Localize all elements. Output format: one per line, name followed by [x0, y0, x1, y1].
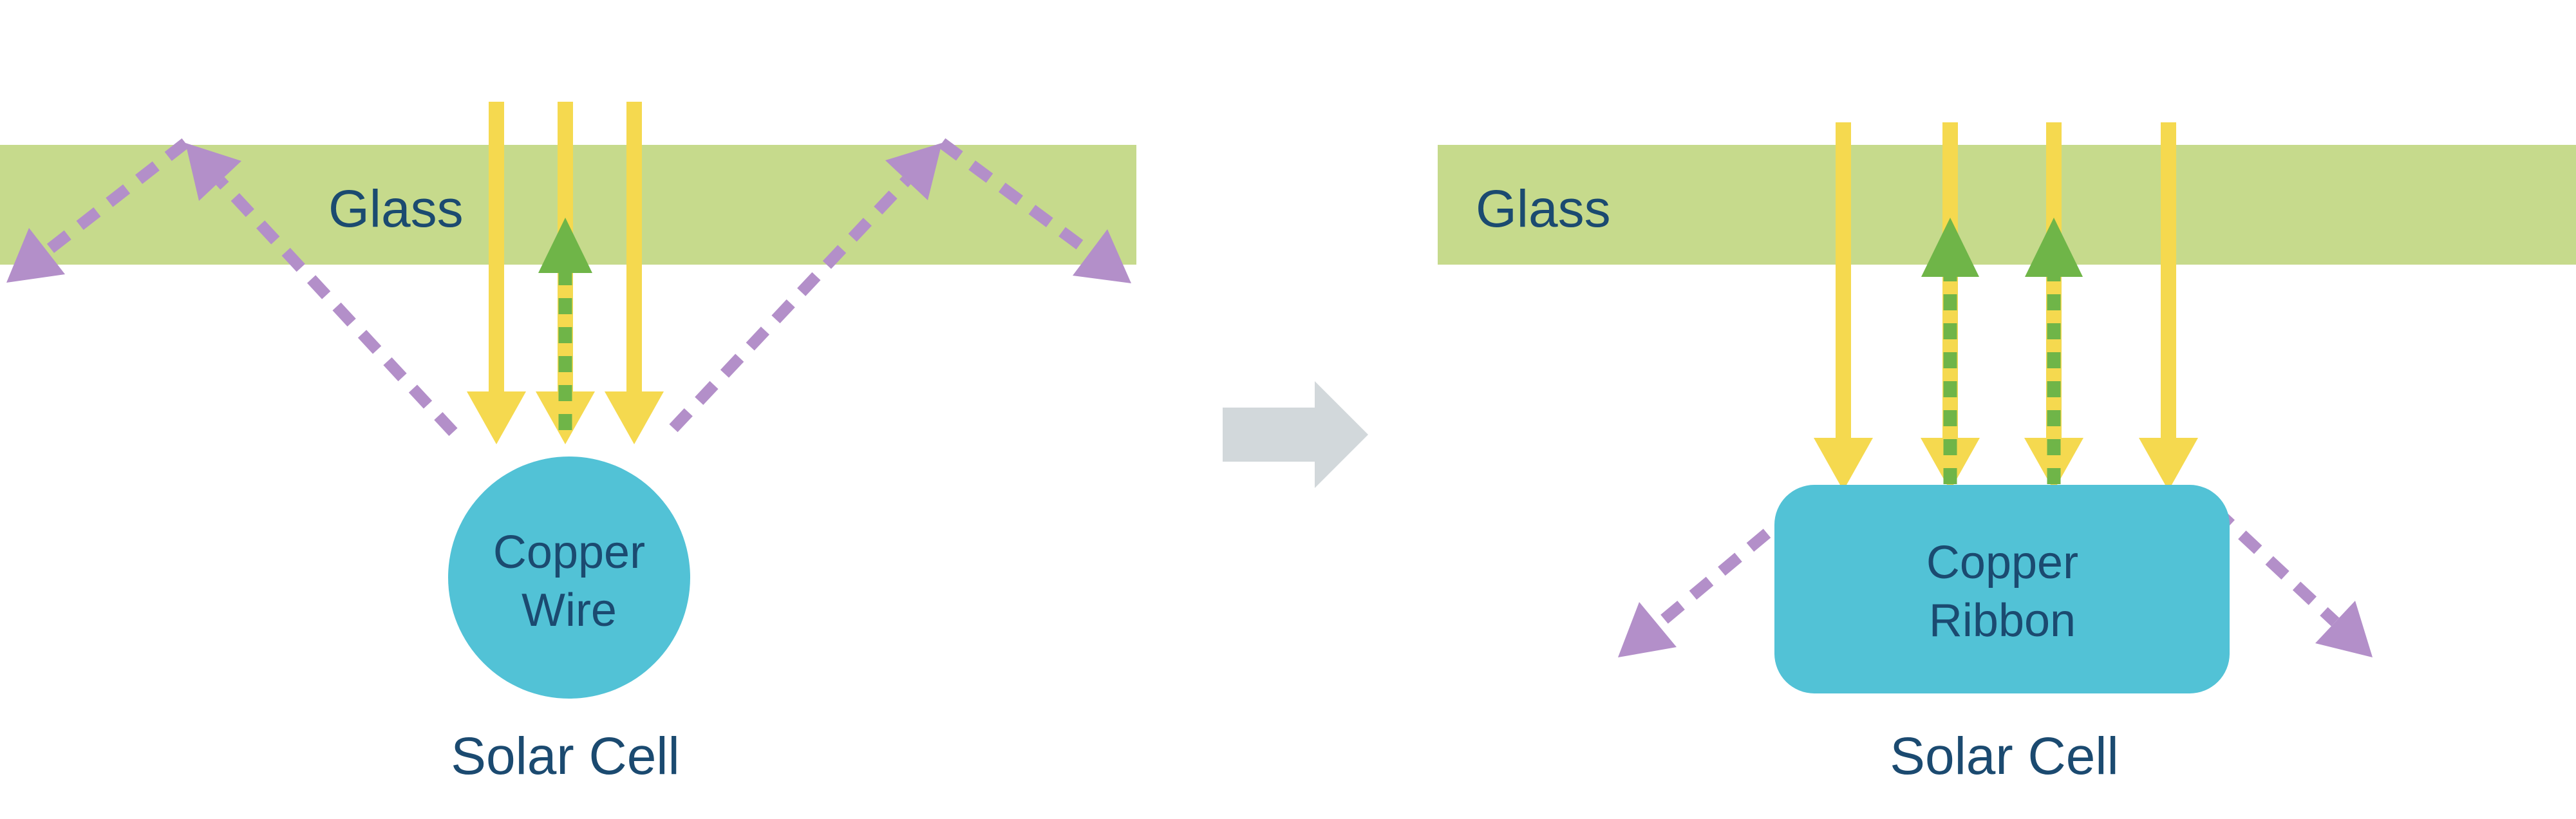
incident-light-arrowhead	[2024, 438, 2083, 491]
incident-light-arrowhead	[1814, 438, 1873, 491]
glass-label: Glass	[328, 180, 464, 238]
returned-light-arrowhead	[2025, 218, 2083, 277]
right-panel: Glass Copper Ribbon Solar Cell	[1438, 122, 2576, 786]
transition-arrow	[1223, 381, 1368, 488]
scattered-light-path	[938, 138, 1094, 258]
conductor-label-line1: Copper	[493, 527, 645, 578]
solar-cell-label: Solar Cell	[451, 727, 679, 786]
copper-wire	[448, 457, 690, 699]
scattered-light-arrowhead	[1618, 602, 1677, 657]
left-panel: Glass Copper Wire Solar Cell	[0, 102, 1136, 786]
returned-light-arrowhead	[538, 218, 592, 273]
glass-layer	[1438, 145, 2576, 265]
scattered-light-arrowhead	[1073, 229, 1131, 283]
scattered-light-path	[1654, 505, 1800, 629]
conductor-label-line2: Wire	[522, 585, 617, 636]
solar-cell-label: Solar Cell	[1890, 727, 2118, 786]
scattered-light-arrowhead	[185, 143, 241, 201]
returned-light-arrowhead	[1921, 218, 1979, 277]
scattered-light-path	[669, 176, 911, 433]
incident-light-arrowhead	[605, 391, 664, 444]
incident-light-arrowhead	[467, 391, 526, 444]
scattered-light-arrowhead	[6, 228, 65, 283]
copper-ribbon	[1774, 485, 2230, 693]
scattered-light-path	[216, 176, 458, 437]
glass-label: Glass	[1476, 180, 1611, 238]
scattered-light-arrowhead	[885, 143, 942, 200]
scattered-light-path	[43, 138, 189, 256]
scattered-light-arrowhead	[2315, 601, 2373, 657]
conductor-label-line1: Copper	[1926, 537, 2078, 588]
incident-light-arrowhead	[2139, 438, 2198, 491]
scattered-light-path	[2210, 505, 2340, 626]
conductor-label-line2: Ribbon	[1929, 595, 2076, 646]
incident-light-arrowhead	[1921, 438, 1980, 491]
